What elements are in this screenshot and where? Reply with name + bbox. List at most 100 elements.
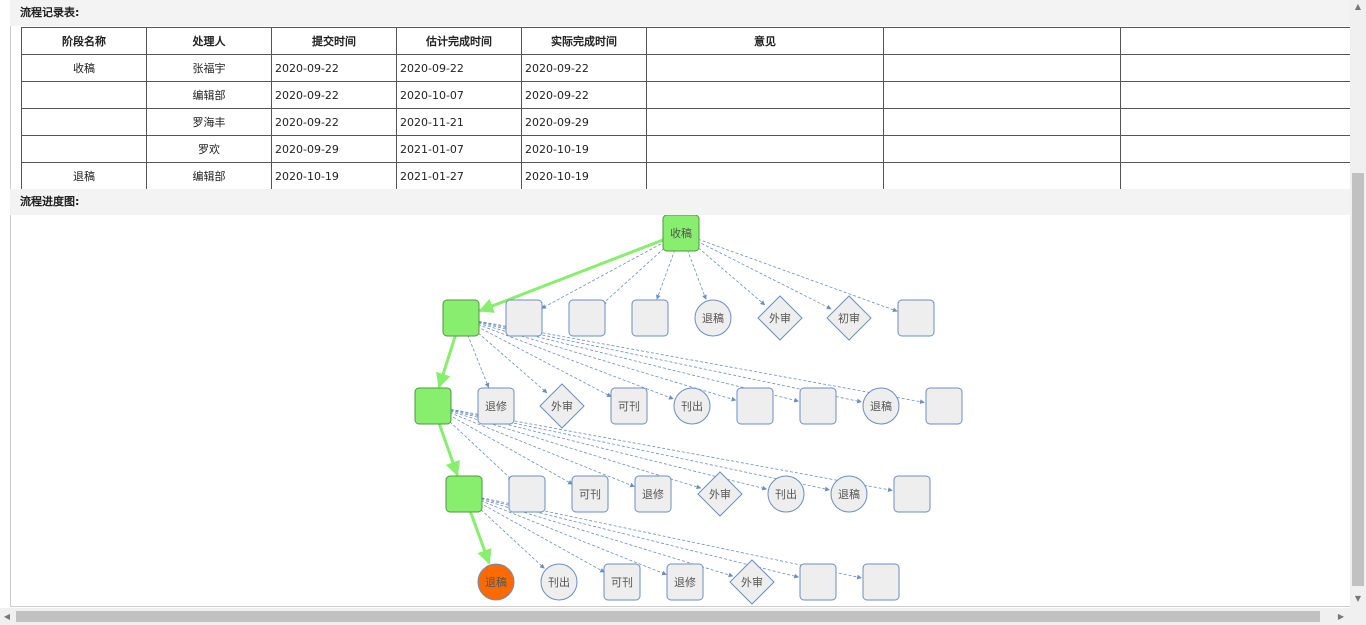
cell-actual-time: 2020-09-29	[521, 108, 647, 136]
header-stage: 阶段名称	[21, 27, 147, 55]
scroll-left-arrow-icon[interactable]: ◀	[3, 612, 11, 621]
flow-node-4-3[interactable]: 可刊	[603, 563, 641, 601]
branch-arrow	[694, 244, 766, 306]
flow-node-4-1[interactable]: 退稿	[477, 563, 515, 601]
branch-arrow	[449, 412, 635, 488]
flow-node-3-8-shape	[893, 475, 931, 513]
flow-node-2-8-shape	[862, 387, 900, 425]
scroll-down-arrow-icon[interactable]: ▼	[1354, 594, 1362, 603]
flow-node-4-3-shape	[603, 563, 641, 601]
header-extra-1	[883, 27, 1121, 55]
flow-node-3-1[interactable]	[445, 475, 483, 513]
flow-node-2-5[interactable]: 刊出	[673, 387, 711, 425]
flow-node-2-2[interactable]: 退修	[477, 387, 515, 425]
horizontal-scroll-thumb[interactable]	[16, 611, 1320, 622]
flow-progress-diagram: 收稿退稿外审初审退修外审可刊刊出退稿可刊退修外审刊出退稿退稿刊出可刊退修外审	[414, 215, 963, 605]
branch-arrow	[467, 334, 490, 388]
flow-node-1-4[interactable]	[631, 299, 669, 337]
flow-node-4-5-label: 外审	[741, 575, 763, 589]
flow-node-4-5[interactable]: 外审	[729, 559, 775, 605]
flow-node-3-3[interactable]: 可刊	[571, 475, 609, 513]
progress-section-header: 流程进度图:	[10, 189, 1350, 215]
flow-node-3-2[interactable]	[508, 475, 546, 513]
flow-node-4-2[interactable]: 刊出	[540, 563, 578, 601]
vertical-scroll-thumb[interactable]	[1352, 173, 1364, 586]
cell-extra-1	[883, 162, 1121, 190]
flow-node-3-8[interactable]	[893, 475, 931, 513]
branch-arrow	[601, 244, 668, 305]
flow-node-3-7-label: 退稿	[838, 487, 860, 501]
branch-arrow	[448, 414, 573, 485]
flow-node-2-7[interactable]	[799, 387, 837, 425]
branch-arrow	[479, 502, 605, 573]
flow-node-4-2-shape	[540, 563, 578, 601]
branch-arrow	[481, 497, 800, 579]
flow-node-2-5-label: 刊出	[681, 399, 703, 413]
flow-node-4-1-shape	[477, 563, 515, 601]
cell-opinion	[646, 108, 884, 136]
flow-node-1-2[interactable]	[505, 299, 543, 337]
flow-node-root[interactable]: 收稿	[662, 215, 700, 252]
flow-node-3-6-shape	[767, 475, 805, 513]
flow-node-3-3-label: 可刊	[579, 488, 601, 501]
horizontal-scrollbar[interactable]: ◀ ▶	[0, 608, 1350, 625]
cell-estimated-time: 2021-01-27	[396, 162, 522, 190]
flow-node-3-7[interactable]: 退稿	[830, 475, 868, 513]
scroll-right-arrow-icon[interactable]: ▶	[1337, 612, 1345, 621]
cell-stage: 收稿	[21, 54, 147, 82]
branch-arrow	[656, 249, 676, 300]
flow-node-3-6[interactable]: 刊出	[767, 475, 805, 513]
flow-node-4-4-label: 退修	[674, 575, 696, 589]
flow-node-2-2-shape	[477, 387, 515, 425]
cell-submit-time: 2020-09-22	[271, 81, 397, 109]
flow-node-2-9[interactable]	[925, 387, 963, 425]
scroll-up-arrow-icon[interactable]: ▲	[1354, 2, 1362, 11]
flow-node-2-9-shape	[925, 387, 963, 425]
flow-node-root-shape	[662, 215, 700, 252]
branch-arrow	[474, 329, 548, 394]
cell-opinion	[646, 81, 884, 109]
flow-node-3-5[interactable]: 外审	[697, 471, 743, 517]
flow-node-1-7[interactable]: 初审	[826, 295, 872, 341]
flow-node-2-4[interactable]: 可刊	[610, 387, 648, 425]
flow-node-4-4[interactable]: 退修	[666, 563, 704, 601]
flow-node-4-3-label: 可刊	[611, 576, 633, 589]
cell-actual-time: 2020-09-22	[521, 81, 647, 109]
cell-extra-1	[883, 108, 1121, 136]
flow-node-1-1-shape	[442, 299, 480, 337]
branch-arrow	[686, 249, 707, 300]
header-handler: 处理人	[146, 27, 272, 55]
cell-handler: 编辑部	[146, 162, 272, 190]
header-extra-2	[1120, 27, 1351, 55]
flow-node-1-8-shape	[897, 299, 935, 337]
vertical-scrollbar[interactable]: ▲ ▼	[1350, 0, 1366, 606]
flow-node-1-8[interactable]	[897, 299, 935, 337]
flow-node-1-6-shape	[757, 295, 803, 341]
branch-arrow	[450, 409, 768, 491]
flow-node-3-1-shape	[445, 475, 483, 513]
flow-node-1-6[interactable]: 外审	[757, 295, 803, 341]
flow-node-1-1[interactable]	[442, 299, 480, 337]
flow-node-3-4[interactable]: 退修	[634, 475, 672, 513]
cell-opinion	[646, 54, 884, 82]
flow-node-2-8[interactable]: 退稿	[862, 387, 900, 425]
cell-handler: 罗欢	[146, 135, 272, 163]
flow-node-2-1[interactable]	[414, 387, 452, 425]
branch-arrow	[476, 505, 545, 569]
cell-extra-1	[883, 54, 1121, 82]
flow-node-2-6[interactable]	[736, 387, 774, 425]
flow-node-2-5-shape	[673, 387, 711, 425]
cell-handler: 张福宇	[146, 54, 272, 82]
cell-actual-time: 2020-10-19	[521, 162, 647, 190]
flow-node-2-4-label: 可刊	[618, 400, 640, 413]
flow-node-4-7[interactable]	[862, 563, 900, 601]
flow-node-2-3[interactable]: 外审	[539, 383, 585, 429]
flow-node-1-3[interactable]	[568, 299, 606, 337]
flow-node-1-5[interactable]: 退稿	[694, 299, 732, 337]
flow-node-4-6[interactable]	[799, 563, 837, 601]
cell-submit-time: 2020-09-29	[271, 135, 397, 163]
branch-arrow	[697, 238, 898, 312]
